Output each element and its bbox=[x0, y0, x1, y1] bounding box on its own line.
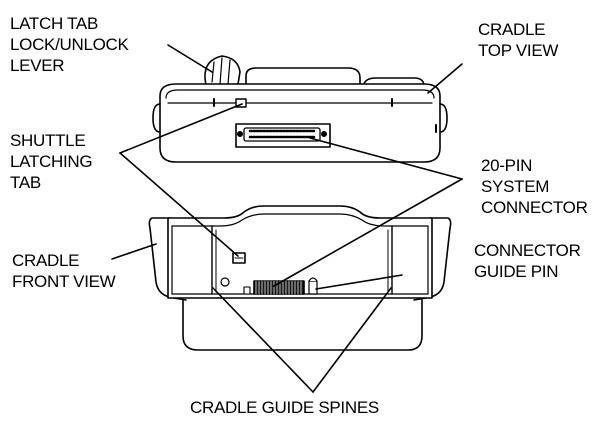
top-connector bbox=[235, 123, 331, 148]
guide-spines-label: CRADLE GUIDE SPINES bbox=[190, 397, 379, 418]
top-view-body bbox=[159, 83, 441, 163]
latch-lever-label: LATCH TAB LOCK/UNLOCK LEVER bbox=[10, 13, 129, 76]
front-connector bbox=[253, 280, 305, 295]
front-view-label: CRADLE FRONT VIEW bbox=[12, 250, 116, 292]
leader-connector-front bbox=[273, 178, 463, 287]
latch-lever-knob bbox=[204, 55, 241, 87]
leader-guide-pin bbox=[315, 274, 403, 290]
leader-shuttle-top bbox=[119, 103, 243, 154]
leader-shuttle-front bbox=[119, 152, 239, 257]
guide-pin bbox=[308, 277, 318, 295]
latch-lever-label-line: LEVER bbox=[10, 56, 65, 75]
leader-spine-right bbox=[312, 287, 392, 393]
system-connector-label-line: 20-PIN bbox=[481, 156, 533, 175]
system-connector-label-line: SYSTEM bbox=[481, 177, 550, 196]
cradle-top-view bbox=[152, 55, 448, 163]
system-connector-label: 20-PIN SYSTEM CONNECTOR bbox=[481, 155, 588, 218]
guide-pin-label-line: GUIDE PIN bbox=[474, 262, 559, 281]
latch-lever-label-line: LOCK/UNLOCK bbox=[10, 35, 129, 54]
shuttle-tab-top bbox=[235, 98, 247, 108]
top-view-label-line: CRADLE bbox=[478, 20, 546, 39]
top-view-label-line: TOP VIEW bbox=[478, 41, 559, 60]
guide-spines-label-line: CRADLE GUIDE SPINES bbox=[190, 398, 379, 417]
leader-front-view bbox=[111, 243, 157, 260]
front-view-label-line: FRONT VIEW bbox=[12, 272, 116, 291]
leader-connector-top bbox=[309, 137, 463, 180]
guide-pin-label: CONNECTOR GUIDE PIN bbox=[474, 240, 581, 282]
shuttle-tab-label-line: LATCHING bbox=[10, 152, 93, 171]
guide-pin-label-line: CONNECTOR bbox=[474, 241, 581, 260]
leader-spine-left bbox=[212, 287, 314, 393]
leader-top-view bbox=[427, 63, 463, 94]
cradle-front-view bbox=[148, 205, 452, 351]
callout-lines bbox=[111, 44, 463, 393]
top-view-label: CRADLE TOP VIEW bbox=[478, 19, 558, 61]
front-view-label-line: CRADLE bbox=[12, 251, 80, 270]
shuttle-tab-label: SHUTTLE LATCHING TAB bbox=[10, 130, 93, 193]
leader-latch-lever bbox=[167, 44, 213, 73]
system-connector-label-line: CONNECTOR bbox=[481, 198, 588, 217]
front-view-base bbox=[182, 299, 423, 351]
shuttle-tab-label-line: SHUTTLE bbox=[10, 131, 86, 150]
latch-lever-label-line: LATCH TAB bbox=[10, 14, 98, 33]
shuttle-tab-label-line: TAB bbox=[10, 173, 41, 192]
